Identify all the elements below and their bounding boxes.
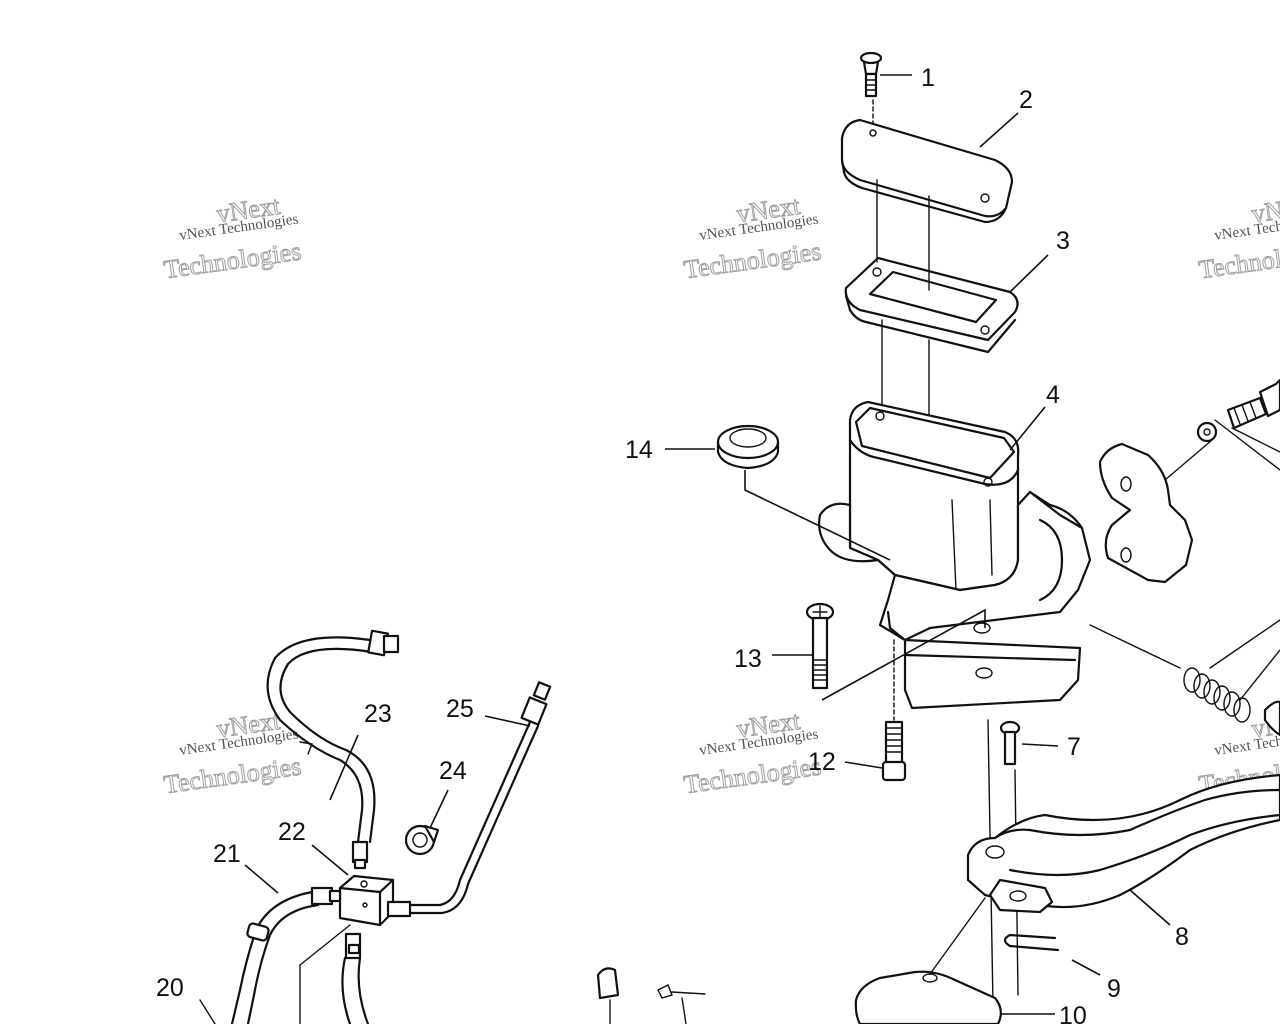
callout-25: 25	[446, 695, 474, 723]
watermark: vNext vNext Technologies Technologies	[682, 705, 824, 800]
callout-9: 9	[1107, 975, 1121, 1003]
callout-23: 23	[364, 700, 392, 728]
leader-lines	[244, 74, 1171, 1015]
watermark-line-big: Technologies	[682, 236, 823, 284]
callout-7: 7	[1067, 733, 1081, 761]
callout-13: 13	[734, 645, 762, 673]
watermark: vNext vNext Technologies Technologies	[1197, 190, 1280, 285]
part-screw-1	[859, 51, 883, 131]
part-gasket-3	[844, 256, 1019, 354]
watermark-line-big: Technologies	[162, 751, 303, 799]
watermark: vNext vNext Technologies Technologies	[162, 705, 304, 800]
watermark-line-big: Technologies	[162, 236, 303, 284]
part-clip-9	[1003, 933, 1060, 952]
callout-14: 14	[625, 436, 653, 464]
callout-1: 1	[921, 64, 935, 92]
callout-10: 10	[1059, 1002, 1087, 1024]
part-bolt-13	[805, 602, 986, 701]
callout-labels: 1 2 3 4 7 8 9 10 12 13 14 20 21 22 23 24…	[156, 64, 1189, 1024]
part-cover-2	[840, 118, 1014, 224]
part-pin-7	[999, 720, 1021, 766]
callout-4: 4	[1046, 381, 1060, 409]
callout-3: 3	[1056, 227, 1070, 255]
callout-24: 24	[439, 757, 467, 785]
part-brake-lines	[199, 629, 706, 1024]
callout-12: 12	[808, 748, 836, 776]
watermark-line-big: Technologies	[1197, 236, 1280, 284]
part-housing	[818, 378, 1280, 737]
part-screw-12	[881, 639, 907, 782]
part-lever-8	[966, 773, 1280, 914]
part-switch-10	[854, 897, 1002, 1024]
watermark: vNext vNext Technologies Technologies	[162, 190, 304, 285]
callout-21: 21	[213, 840, 241, 868]
part-reservoir-4	[848, 400, 1020, 592]
callout-8: 8	[1175, 923, 1189, 951]
part-grommet-14	[716, 424, 891, 561]
callout-20: 20	[156, 974, 184, 1002]
part-spring	[1183, 619, 1280, 737]
watermark: vNext vNext Technologies Technologies	[682, 190, 824, 285]
watermark-line-big: Technologies	[682, 751, 823, 799]
callout-22: 22	[278, 818, 306, 846]
callout-2: 2	[1019, 86, 1033, 114]
